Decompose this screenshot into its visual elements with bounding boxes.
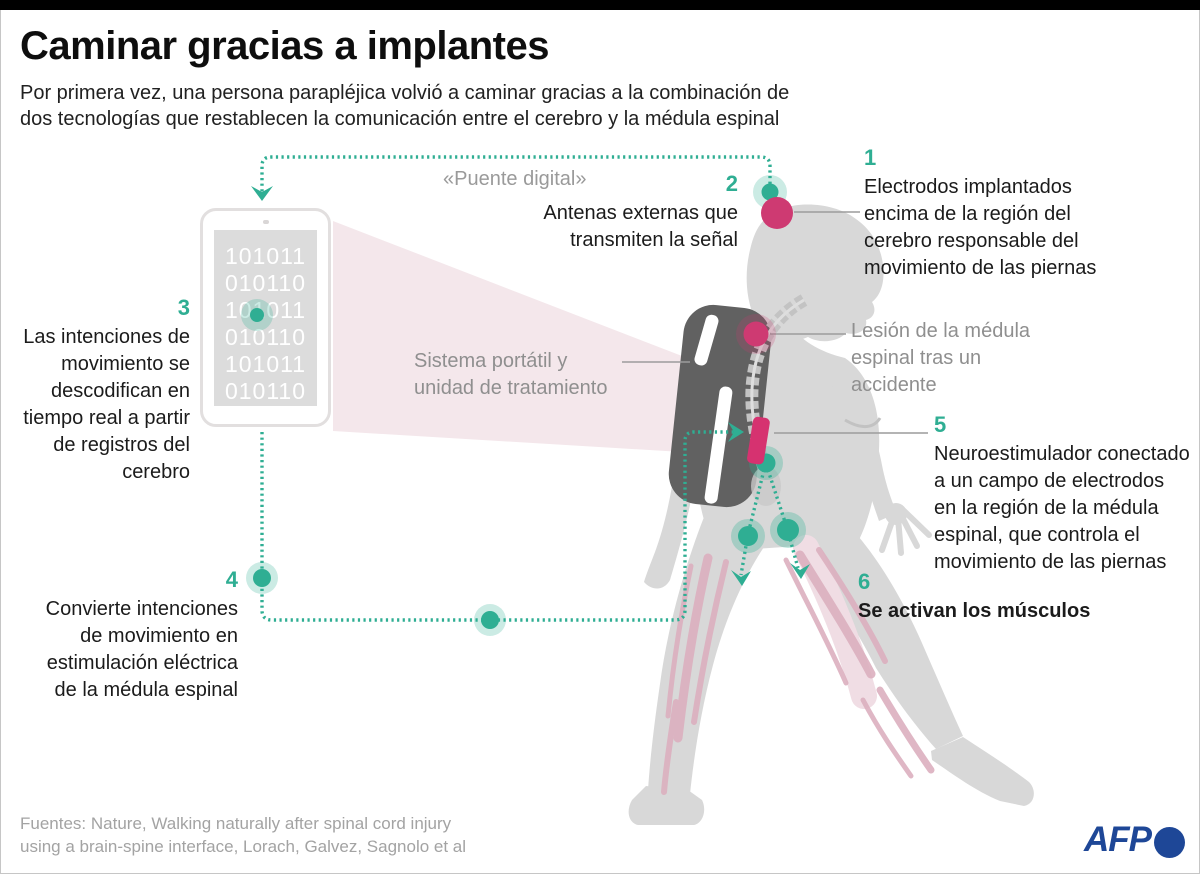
step-6-number: 6: [858, 569, 871, 594]
step-2: 2 Antenas externas que transmiten la señ…: [430, 172, 738, 254]
step-1-number: 1: [864, 145, 877, 170]
step-3: 3 Las intenciones de movimiento se desco…: [5, 296, 190, 486]
step-4-number: 4: [225, 567, 238, 592]
far-hand-fingers: [879, 507, 932, 556]
head: [746, 204, 884, 342]
step-6-text: Se activan los músculos: [858, 600, 1091, 622]
step-6: 6 Se activan los músculos: [858, 570, 1090, 625]
step-1: 1 Electrodos implantados encima de la re…: [864, 146, 1096, 282]
binary-code: 101011 010110 101011 010110 101011 01011…: [224, 243, 307, 404]
phone-speaker-icon: [262, 220, 269, 224]
backpack: [668, 304, 772, 508]
afp-logo-text: AFP: [1084, 820, 1152, 859]
afp-logo: AFP: [1084, 820, 1185, 860]
right-thigh-dot: [770, 512, 806, 548]
bridge-bottom-path: [260, 430, 735, 622]
arrow-into-stimulator: [728, 422, 744, 442]
brain-electrode-dot: [761, 197, 793, 229]
top-bar: [0, 0, 1200, 10]
bridge-top-path: [260, 155, 772, 197]
step-4-text: Convierte intenciones de movimiento en e…: [45, 598, 238, 701]
front-foot: [628, 786, 705, 825]
step-3-number: 3: [177, 295, 190, 320]
back-foot: [931, 737, 1034, 806]
arrow-left-thigh: [731, 570, 751, 586]
path-arrowheads: [251, 186, 810, 586]
step-1-text: Electrodos implantados encima de la regi…: [864, 176, 1097, 279]
far-arm: [828, 370, 897, 521]
step-5-number: 5: [934, 412, 947, 437]
step-4: 4 Convierte intenciones de movimiento en…: [5, 568, 238, 704]
pointer-lines: [622, 211, 928, 434]
portable-system-label: Sistema portátil y unidad de tratamiento: [414, 350, 608, 399]
back-leg: [800, 536, 963, 749]
smartphone: 101011 010110 101011 010110 101011 01011…: [200, 208, 331, 427]
page-subtitle: Por primera vez, una persona parapléjica…: [20, 82, 790, 130]
signal-beam: [333, 221, 682, 452]
leg-muscles: [661, 535, 935, 795]
bottom-line-dot: [474, 604, 506, 636]
step-3-text: Las intenciones de movimiento se descodi…: [23, 326, 190, 483]
left-thigh-dot: [731, 519, 765, 553]
step-5-text: Neuroestimulador conectado a un campo de…: [934, 443, 1190, 573]
page-title: Caminar gracias a implantes: [20, 24, 549, 68]
implants: [736, 197, 793, 465]
corner-dot-step4: [246, 562, 278, 594]
phone-screen-dot: [241, 299, 273, 331]
neurostimulator: [747, 416, 770, 465]
spinal-lesion-dot: [736, 314, 776, 354]
afp-logo-circle-icon: [1154, 826, 1185, 858]
signal-dots: [241, 175, 806, 636]
step-2-number: 2: [725, 171, 738, 196]
bridge-label: «Puente digital»: [443, 168, 587, 190]
step-2-text: Antenas externas que transmiten la señal: [543, 202, 738, 251]
arrow-into-phone: [251, 186, 273, 201]
sources-note: Fuentes: Nature, Walking naturally after…: [20, 814, 467, 856]
step-5: 5 Neuroestimulador conectado a un campo …: [934, 413, 1190, 576]
arrow-right-thigh: [790, 563, 810, 579]
digital-bridge-path: [260, 155, 800, 622]
spinal-injury-label: Lesión de la médula espinal tras un acci…: [851, 320, 1031, 396]
phone-screen: 101011 010110 101011 010110 101011 01011…: [214, 230, 317, 406]
